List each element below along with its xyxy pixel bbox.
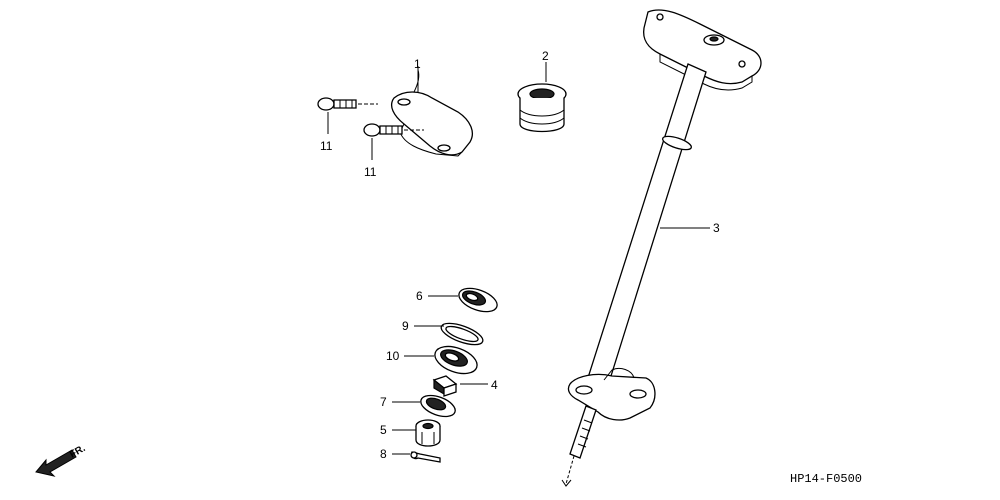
callout-6: 6 <box>416 289 423 303</box>
callout-7: 7 <box>380 395 387 409</box>
bearing-part-6 <box>458 287 498 313</box>
direction-label: FR. <box>68 443 88 461</box>
front-arrow-icon <box>35 449 77 477</box>
collar-part-4 <box>432 375 458 397</box>
callout-3: 3 <box>713 221 720 235</box>
cotter-pin-part-8 <box>410 451 441 463</box>
callout-2: 2 <box>542 49 549 63</box>
callout-1: 1 <box>414 57 421 71</box>
grommet-part-2 <box>517 83 567 133</box>
callout-8: 8 <box>380 447 387 461</box>
bracket-part-1 <box>390 69 473 157</box>
seal-part-7 <box>420 394 456 418</box>
bolt-lower <box>363 123 424 137</box>
callout-4: 4 <box>491 378 498 392</box>
steering-shaft <box>561 9 762 487</box>
callout-11-lower: 11 <box>364 165 377 179</box>
castle-nut-part-5 <box>415 419 441 447</box>
leader-lines <box>327 62 710 455</box>
callout-5: 5 <box>380 423 387 437</box>
bolt-upper <box>317 97 378 111</box>
callout-11-upper: 11 <box>320 139 333 153</box>
callout-9: 9 <box>402 319 409 333</box>
front-direction-arrow: FR. <box>35 443 88 477</box>
callout-10: 10 <box>386 349 400 363</box>
circlip-part-9 <box>440 322 484 346</box>
bearing-part-10 <box>434 345 478 375</box>
diagram-code: HP14-F0500 <box>790 472 862 486</box>
